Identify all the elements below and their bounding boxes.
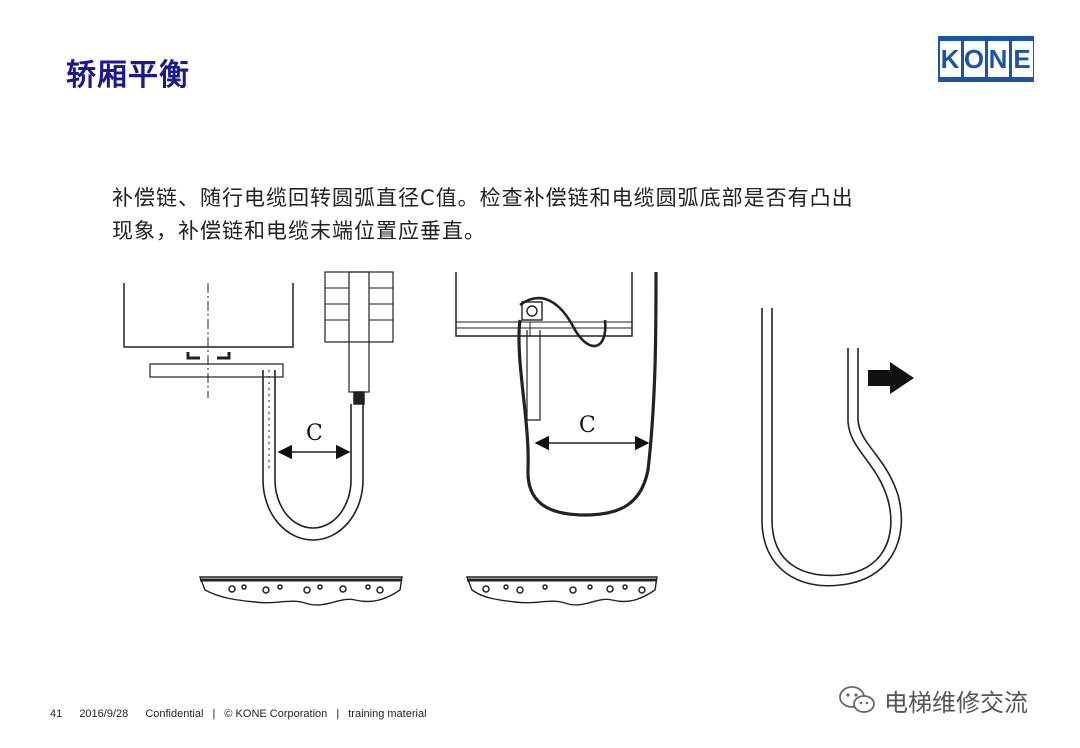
footer-date: 2016/9/28 (79, 708, 129, 720)
footer-confidential: Confidential (145, 708, 204, 720)
logo-letter-e: E (1011, 41, 1033, 77)
shaft-rail-inner (348, 271, 370, 393)
car-frame-middle (455, 272, 633, 337)
cable-clamp (353, 391, 365, 405)
watermark: 电梯维修交流 (838, 680, 1028, 720)
pit-floor-middle (465, 576, 658, 606)
logo-letter-o: O (963, 41, 985, 77)
cable-loop-left-outer (262, 370, 364, 541)
logo-letter-k: K (939, 41, 961, 77)
cable-hanger (521, 301, 543, 321)
figure-right (761, 308, 903, 587)
cable-loop-middle (517, 271, 658, 517)
kone-logo: K O N E (938, 36, 1034, 82)
footer-page-number: 41 (50, 708, 63, 720)
hanger-bracket (186, 352, 231, 360)
body-line-1: 补偿链、随行电缆回转圆弧直径C值。检查补偿链和电缆圆弧底部是否有凸出 (112, 186, 854, 210)
dimension-label-middle: C (579, 413, 596, 438)
body-text: 补偿链、随行电缆回转圆弧直径C值。检查补偿链和电缆圆弧底部是否有凸出 现象，补偿… (112, 182, 972, 248)
figure-left (123, 271, 403, 606)
footer-separator-1: | (212, 708, 216, 720)
shaft-rail-outer (324, 271, 394, 343)
slide-title: 轿厢平衡 (66, 58, 190, 93)
footer: 41 2016/9/28 Confidential | © KONE Corpo… (50, 708, 441, 720)
car-platform (149, 363, 284, 378)
cable-loop-left-inner (274, 370, 352, 529)
dimension-label-left: C (306, 421, 323, 446)
logo-letter-n: N (987, 41, 1009, 77)
body-line-2: 现象，补偿链和电缆末端位置应垂直。 (112, 219, 486, 243)
pit-floor-left (198, 576, 403, 606)
hanging-cable (519, 296, 607, 348)
watermark-text: 电梯维修交流 (884, 688, 1028, 717)
wechat-icon (839, 686, 875, 713)
figure-middle (455, 271, 658, 606)
rail-bolts-left (325, 287, 393, 321)
cable-hook-outer (761, 308, 903, 587)
cable-hook-inner (771, 308, 892, 577)
footer-copyright: © KONE Corporation (224, 708, 328, 720)
direction-arrow (868, 362, 914, 394)
footer-separator-2: | (336, 708, 340, 720)
footer-purpose: training material (348, 708, 427, 720)
